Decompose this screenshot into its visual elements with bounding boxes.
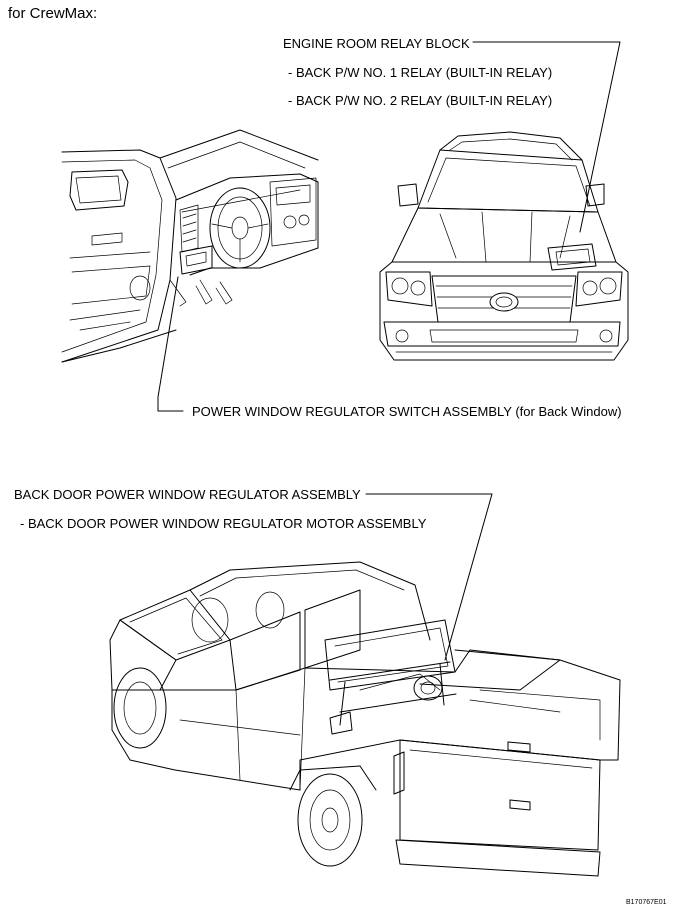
callout-back-pw-relay-2: - BACK P/W NO. 2 RELAY (BUILT-IN RELAY) <box>288 93 553 108</box>
figure-code: B170767E01 <box>626 899 667 906</box>
callout-engine-room-relay-block: ENGINE ROOM RELAY BLOCK <box>283 36 470 51</box>
callout-power-window-switch: POWER WINDOW REGULATOR SWITCH ASSEMBLY (… <box>192 404 622 419</box>
leader-lines <box>157 41 621 661</box>
dashboard-interior-illustration <box>61 129 319 363</box>
rear-truck-illustration <box>109 561 621 877</box>
callout-back-door-regulator: BACK DOOR POWER WINDOW REGULATOR ASSEMBL… <box>14 487 361 502</box>
callout-back-pw-relay-1: - BACK P/W NO. 1 RELAY (BUILT-IN RELAY) <box>288 65 553 80</box>
callout-regulator-motor: - BACK DOOR POWER WINDOW REGULATOR MOTOR… <box>20 516 427 531</box>
front-truck-illustration <box>379 131 629 361</box>
page-title: for CrewMax: <box>8 5 98 22</box>
